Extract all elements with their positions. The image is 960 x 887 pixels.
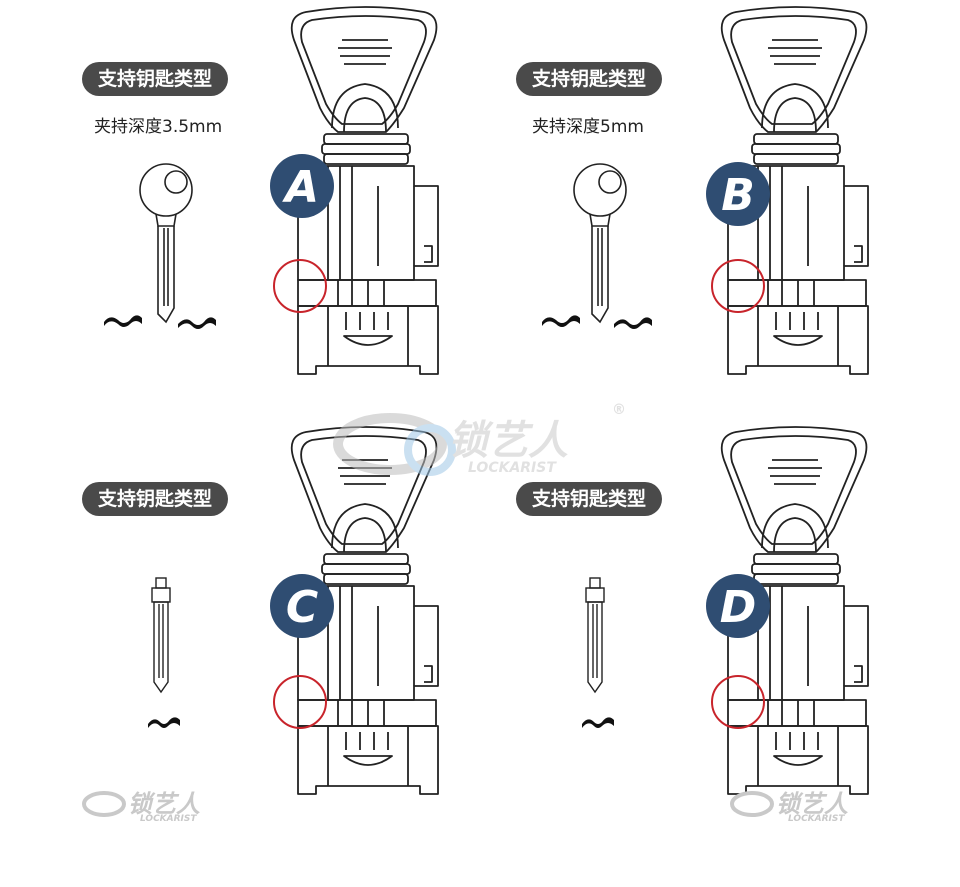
key-type-tag: 支持钥匙类型 (516, 62, 663, 96)
detail-highlight-circle (711, 675, 765, 729)
panel-c: 支持钥匙类型 C (0, 420, 480, 840)
illustration-a: A (104, 6, 439, 375)
clamp-depth-label: 夹持深度5mm (532, 117, 644, 137)
badge-d (706, 574, 770, 638)
badge-letter: C (286, 582, 318, 633)
badge-letter: D (720, 582, 757, 633)
key-profile-icon (542, 315, 652, 329)
panel-a: 支持钥匙类型 夹持深度3.5mm A (0, 0, 480, 420)
key-type-tag: 支持钥匙类型 (82, 482, 229, 516)
key-type-tag: 支持钥匙类型 (516, 482, 663, 516)
key-profile-icon (104, 315, 216, 329)
badge-letter: B (721, 170, 755, 221)
detail-highlight-circle (273, 259, 327, 313)
badge-letter: A (282, 162, 319, 213)
key-profile-icon (582, 717, 614, 728)
flip-key-blade-icon (585, 577, 605, 693)
key-profile-icon (148, 717, 180, 728)
detail-highlight-circle (273, 675, 327, 729)
illustration-c: C (148, 426, 439, 795)
illustration-d: D (582, 426, 869, 795)
panel-d: 支持钥匙类型 D (480, 420, 960, 840)
detail-highlight-circle (711, 259, 765, 313)
house-key-icon (573, 163, 627, 323)
key-type-tag: 支持钥匙类型 (82, 62, 229, 96)
badge-c (270, 574, 334, 638)
badge-b (706, 162, 770, 226)
badge-a (270, 154, 334, 218)
illustration-b: B (542, 6, 869, 375)
house-key-icon (139, 163, 193, 323)
flip-key-blade-icon (151, 577, 171, 693)
panel-b: 支持钥匙类型 夹持深度5mm B (480, 0, 960, 420)
clamp-depth-label: 夹持深度3.5mm (94, 117, 223, 137)
